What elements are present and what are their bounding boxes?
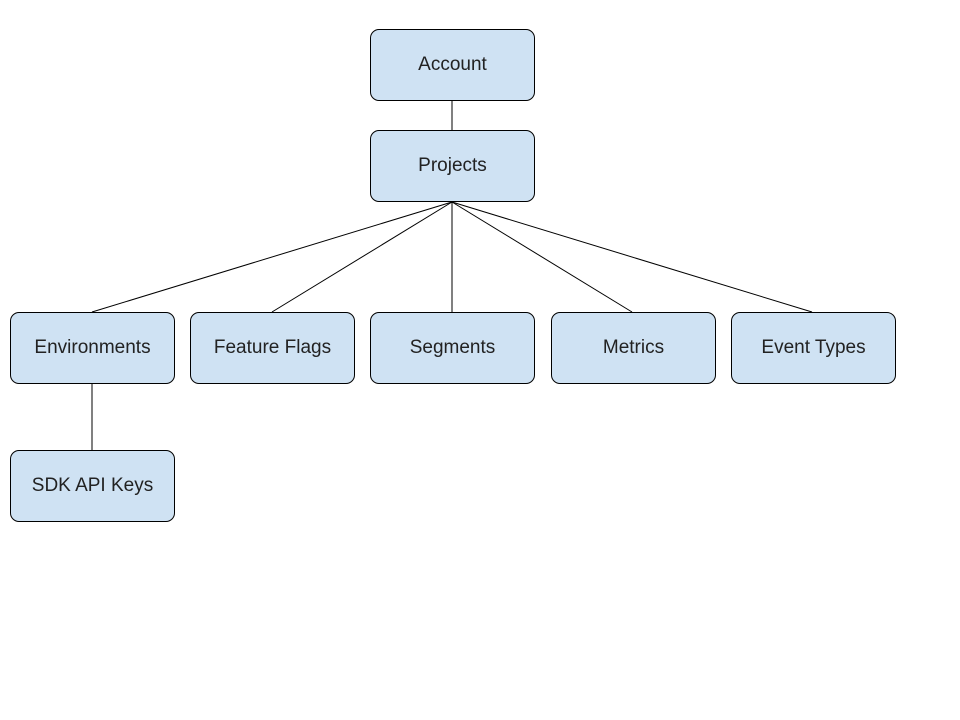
node-feature-flags-label: Feature Flags xyxy=(213,337,332,358)
edge-projects-feature-flags xyxy=(271,201,453,313)
node-metrics-label: Metrics xyxy=(602,337,665,358)
node-projects-label: Projects xyxy=(418,155,487,176)
node-segments: Segments xyxy=(370,312,535,384)
node-account: Account xyxy=(370,29,535,101)
node-metrics: Metrics xyxy=(551,312,716,384)
node-account-label: Account xyxy=(418,54,487,75)
node-environments-label: Environments xyxy=(34,337,151,358)
node-event-types-label: Event Types xyxy=(761,337,866,358)
edge-projects-event-types xyxy=(451,201,813,313)
node-environments: Environments xyxy=(10,312,175,384)
node-sdk-api-keys: SDK API Keys xyxy=(10,450,175,522)
node-segments-label: Segments xyxy=(409,337,496,358)
edge-projects-environments xyxy=(91,201,453,313)
node-projects: Projects xyxy=(370,130,535,202)
edge-projects-metrics xyxy=(451,201,633,313)
node-sdk-api-keys-label: SDK API Keys xyxy=(31,475,154,496)
node-event-types: Event Types xyxy=(731,312,896,384)
node-feature-flags: Feature Flags xyxy=(190,312,355,384)
